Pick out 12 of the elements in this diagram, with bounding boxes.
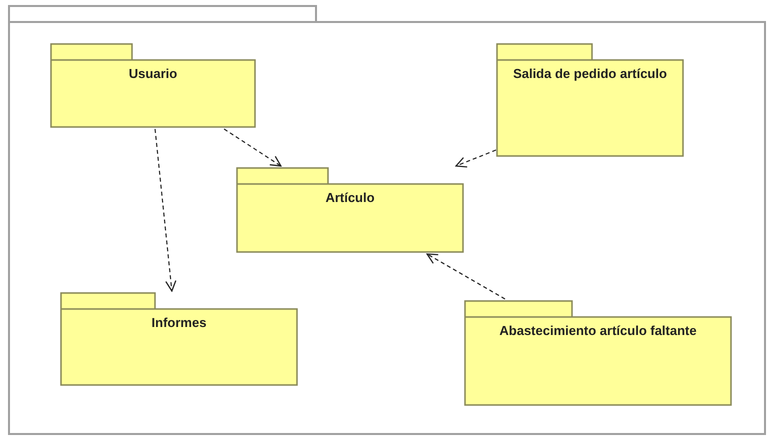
package-name: Informes [152, 315, 206, 330]
dependency-arrow [426, 253, 506, 300]
dependency-arrow [455, 150, 496, 168]
package-name: Abastecimiento artículo faltante [499, 323, 697, 338]
dependency-arrow [154, 128, 176, 292]
package-frame [8, 5, 766, 435]
dependency-arrow [224, 128, 282, 167]
package [464, 300, 732, 406]
package-name: Salida de pedido artículo [513, 66, 667, 81]
package [496, 43, 684, 157]
package-name: Artículo [325, 190, 375, 205]
package-name: Usuario [128, 66, 178, 81]
